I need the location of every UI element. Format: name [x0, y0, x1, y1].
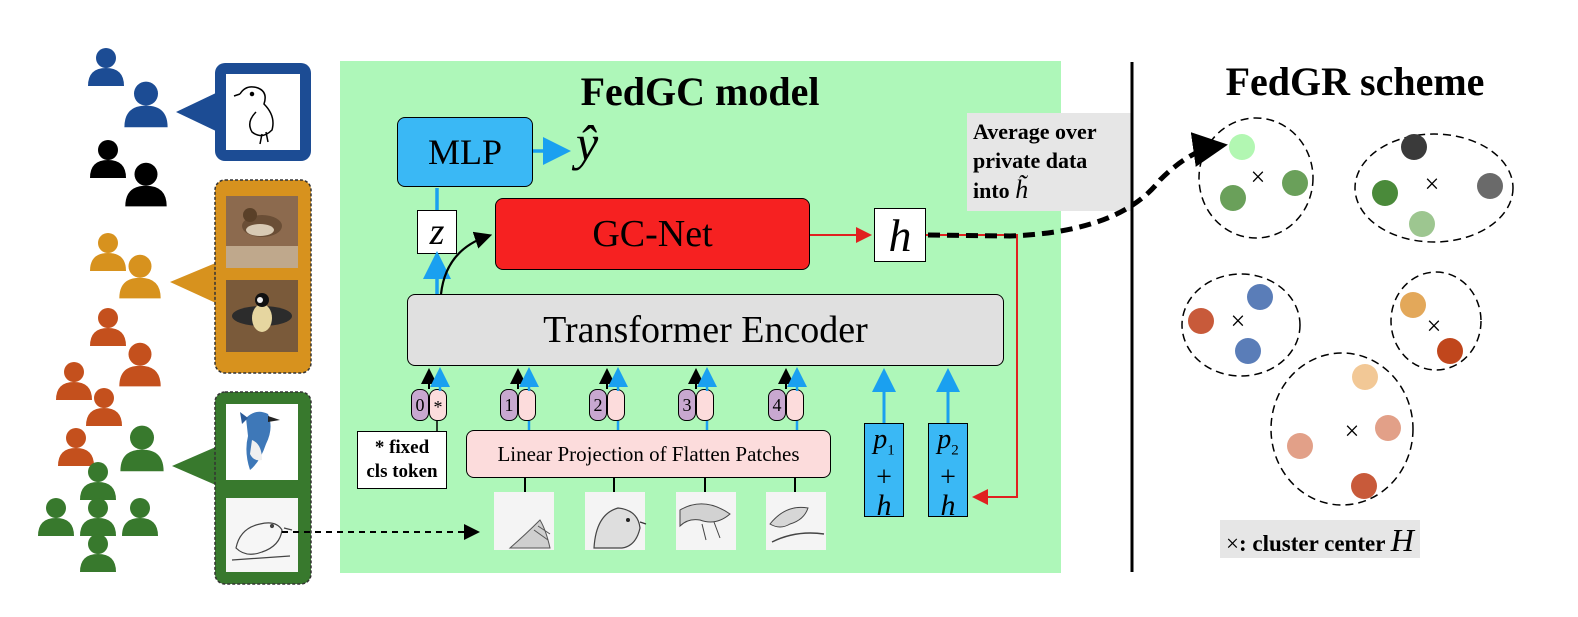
cluster-centers: × × × × ×: [1231, 163, 1442, 446]
cluster-2-points: [1372, 134, 1503, 237]
h-tilde-symbol: h̃: [1015, 175, 1029, 204]
prompt-p1-plus-h: p1 + h: [864, 423, 904, 520]
token-to-encoder-arrows: [421, 367, 960, 423]
legend-symbol: H: [1390, 522, 1414, 558]
cls-note-line2: cls token: [366, 461, 438, 482]
legend-text: : cluster center: [1238, 531, 1391, 556]
p1-h: h: [876, 488, 892, 522]
transformer-encoder-block: Transformer Encoder: [407, 294, 1004, 366]
cluster-3-points: [1188, 284, 1273, 364]
h-label: h: [888, 209, 912, 261]
cls-note-line1: * fixed: [374, 437, 430, 458]
prompt-p2-plus-h: p2 + h: [928, 423, 968, 520]
token-index: 3: [678, 389, 696, 421]
token-index: 1: [500, 389, 518, 421]
cluster-center-5: ×: [1345, 417, 1360, 446]
mlp-label: MLP: [427, 132, 503, 172]
token-embedding: *: [429, 389, 447, 421]
cluster-center-3: ×: [1231, 307, 1246, 336]
h-to-fedgr-arrow: [927, 132, 1228, 239]
linear-projection-block: Linear Projection of Flatten Patches: [466, 430, 831, 478]
h-embedding: h: [874, 208, 926, 262]
average-label: Average over private data into h̃: [967, 113, 1133, 211]
h-feedback-arrow: [926, 234, 1018, 505]
token-index: 4: [768, 389, 786, 421]
fedgc-model-title: FedGC model: [580, 69, 820, 114]
tit-photo-image: [232, 293, 292, 332]
patch-2: [585, 492, 647, 550]
fedgr-scheme-title: FedGR scheme: [1225, 59, 1485, 104]
client-panel-orange: [170, 179, 312, 374]
p2-subscript: 2: [951, 442, 959, 459]
cluster-1-points: [1220, 134, 1308, 211]
patch-4: [766, 492, 826, 550]
cluster-1: [1198, 117, 1314, 239]
cluster-center-4: ×: [1427, 312, 1442, 341]
linear-projection-label: Linear Projection of Flatten Patches: [497, 441, 800, 466]
cluster-2: [1354, 133, 1514, 243]
bird-sketch-image: [233, 86, 274, 145]
cluster-4-points: [1400, 292, 1463, 364]
y-hat-output: ŷ: [576, 115, 599, 171]
token-index: 0: [411, 389, 429, 421]
p1-plus: +: [876, 461, 892, 493]
client-panel-green: [172, 391, 312, 585]
client-panel-blue: [176, 63, 311, 161]
p1-symbol: p: [873, 424, 888, 455]
gc-net-block: GC-Net: [495, 198, 810, 270]
token-embedding: [696, 389, 714, 421]
bird-pencil-sketch-image: [231, 522, 293, 561]
p2-h: h: [940, 488, 956, 522]
gc-net-label: GC-Net: [592, 213, 713, 255]
token-embedding: [786, 389, 804, 421]
cluster-4: [1390, 271, 1482, 371]
average-line3: into: [973, 178, 1010, 203]
cluster-legend: ×: cluster center H: [1220, 520, 1420, 558]
patch-3: [676, 492, 736, 550]
kingfisher-drawing-image: [240, 411, 280, 470]
image-patches: [494, 492, 826, 550]
patch-to-projection-lines: [524, 478, 796, 492]
z-label: z: [429, 211, 445, 253]
cluster-center-1: ×: [1251, 163, 1266, 192]
cluster-5: [1270, 352, 1414, 506]
cluster-3: [1181, 273, 1301, 377]
p2-symbol: p: [937, 424, 952, 455]
cluster-5-points: [1287, 364, 1401, 499]
average-line2: private data: [973, 148, 1088, 173]
p1-subscript: 1: [887, 442, 895, 459]
cls-token-note: * fixed cls token: [357, 431, 447, 489]
patch-1: [494, 492, 554, 550]
token-embedding: [518, 389, 536, 421]
projection-to-token-lines: [527, 421, 799, 430]
p2-plus: +: [940, 461, 956, 493]
transformer-encoder-label: Transformer Encoder: [543, 309, 868, 351]
sparrow-photo-image: [226, 208, 298, 268]
cluster-diagram: × × × × ×: [1181, 117, 1514, 506]
average-line1: Average over: [973, 119, 1097, 144]
mlp-block: MLP: [397, 117, 533, 187]
encoder-to-gcnet-arrow: [439, 231, 493, 295]
cluster-center-2: ×: [1425, 170, 1440, 199]
cross-mark-icon: ×: [1226, 531, 1239, 556]
token-index: 2: [589, 389, 607, 421]
token-embedding: [607, 389, 625, 421]
z-embedding: z: [417, 210, 457, 254]
clients-illustration: [38, 48, 312, 585]
